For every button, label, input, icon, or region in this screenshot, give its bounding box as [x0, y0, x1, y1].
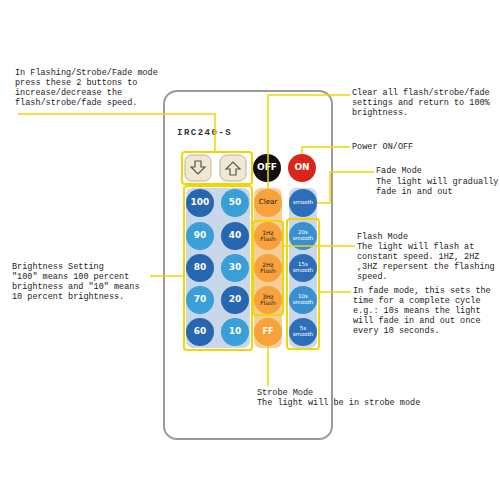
leader-line: [18, 114, 215, 152]
brightness-button: 30: [221, 254, 249, 282]
up-button: [220, 155, 246, 181]
brightness-button: 60: [186, 318, 214, 346]
button-label: 2Hz Flash: [254, 262, 282, 275]
remote-body: IRC240-S OFF ON 100 50 Clear smooth 90 40 1Hz Fla…: [163, 90, 333, 440]
button-label: 10: [229, 327, 242, 336]
callout-heading: Strobe Mode: [257, 388, 497, 398]
callout-heading: Brightness Setting: [12, 262, 152, 272]
fade-button: 20s smooth: [289, 222, 317, 250]
leader-line: [268, 95, 350, 189]
callout-note: The light will gradually fade in and out: [376, 177, 500, 197]
leader-line: [319, 291, 351, 293]
button-label: 100: [191, 198, 210, 207]
callout-heading: Fade Mode: [376, 166, 500, 176]
callout-note: In Flashing/Strobe/Fade mode press these…: [15, 68, 165, 108]
highlight-frame: [184, 186, 252, 350]
up-arrow-symbol: [226, 162, 240, 175]
strobe-button: FF: [254, 318, 282, 346]
brightness-button: 20: [221, 286, 249, 314]
button-label: 20: [229, 295, 242, 304]
flash-button: 1Hz Flash: [254, 222, 282, 250]
button-label: 60: [194, 327, 207, 336]
button-label: 20s smooth: [289, 230, 317, 242]
button-label: 10s smooth: [289, 294, 317, 306]
leader-line: [317, 172, 374, 203]
button-label: FF: [263, 328, 274, 336]
button-label: 5s smooth: [289, 326, 317, 338]
button-label: 80: [194, 263, 207, 272]
brightness-button: 10: [221, 318, 249, 346]
button-label: 90: [194, 231, 207, 240]
fade-button: 10s smooth: [289, 286, 317, 314]
down-button: [185, 155, 211, 181]
callout-note: Clear all flash/strobe/fade settings and…: [352, 88, 492, 118]
power-button: ON: [288, 154, 316, 182]
fade-button: smooth: [289, 189, 317, 217]
flash-button: 3Hz Flash: [254, 286, 282, 314]
flash-panel: [254, 188, 282, 348]
callout-note: In fade mode, this sets the time for a c…: [353, 286, 495, 336]
leader-line: [150, 275, 184, 277]
fade-button: 15s smooth: [289, 254, 317, 282]
leader-line: [283, 245, 355, 247]
highlight-frame: [253, 221, 283, 315]
button-label: OFF: [257, 163, 277, 172]
button-label: 70: [194, 295, 207, 304]
power-button: OFF: [253, 154, 281, 182]
brightness-button: 80: [186, 254, 214, 282]
highlight-frame: [182, 152, 252, 184]
brightness-button: 70: [186, 286, 214, 314]
button-label: 40: [229, 231, 242, 240]
button-label: smooth: [293, 200, 314, 206]
brightness-button: 90: [186, 222, 214, 250]
flash-button: 2Hz Flash: [254, 254, 282, 282]
button-label: Clear: [259, 199, 277, 206]
fade-panel: [289, 188, 317, 348]
leader-line: [302, 147, 350, 154]
fade-button: 5s smooth: [289, 318, 317, 346]
leader-line: [267, 346, 269, 386]
button-label: 15s smooth: [289, 262, 317, 274]
brightness-button: 100: [186, 189, 214, 217]
model-label: IRC240-S: [177, 128, 232, 138]
clear-button: Clear: [254, 189, 282, 217]
button-label: 50: [229, 198, 242, 207]
brightness-panel: [186, 188, 250, 348]
callout-note: Power ON/OFF: [352, 142, 492, 152]
button-label: 1Hz Flash: [254, 230, 282, 243]
button-label: 3Hz Flash: [254, 294, 282, 307]
callout-note: The light will flash at constant speed. …: [357, 242, 497, 282]
button-label: 30: [229, 263, 242, 272]
callout-note: "100" means 100 percent brightness and "…: [12, 272, 147, 302]
highlight-frame: [287, 219, 319, 349]
brightness-button: 50: [221, 189, 249, 217]
brightness-button: 40: [221, 222, 249, 250]
button-label: ON: [294, 163, 309, 172]
down-arrow-symbol: [191, 161, 205, 174]
callout-note: The light will be in strobe mode: [257, 398, 497, 408]
callout-heading: Flash Mode: [357, 232, 497, 242]
